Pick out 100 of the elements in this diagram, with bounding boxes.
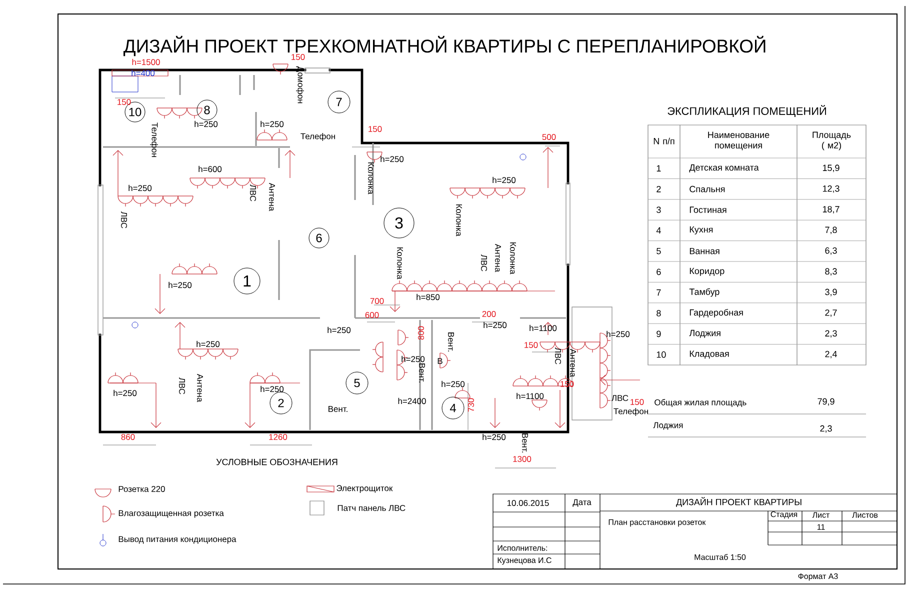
dimension-label: 800 <box>418 326 424 340</box>
table-cell: 9 <box>656 330 661 338</box>
outlet-label: Вент. <box>448 332 454 352</box>
dimension-label: 150 <box>368 126 382 132</box>
height-label: h=250 <box>442 380 465 388</box>
outlet-label: ЛВС <box>555 348 561 364</box>
outlet-label: Телефон <box>614 408 648 416</box>
table-cell: Спальня <box>690 186 725 192</box>
room-number: 7 <box>328 90 350 114</box>
room-number: 5 <box>346 372 368 394</box>
height-label: h=250 <box>484 322 507 328</box>
outlet-label: ЛВС <box>250 184 256 202</box>
table-cell: 12,3 <box>822 185 840 193</box>
table-heading: ЭКСПЛИКАЦИЯ ПОМЕЩЕНИЙ <box>668 104 826 118</box>
height-label: h=250 <box>196 340 220 348</box>
outlet-label: Вент. <box>522 434 528 452</box>
height-label: h=250 <box>260 386 284 392</box>
height-label: h=1100 <box>516 392 544 400</box>
height-label: h=250 <box>168 282 192 288</box>
height-label: h=250 <box>114 390 137 396</box>
legend-label: Электрощиток <box>336 485 393 493</box>
table-cell: 10 <box>656 351 666 358</box>
dimension-label: 150 <box>524 342 538 348</box>
height-label: h=850 <box>416 294 440 300</box>
outlet-label: Антена <box>495 244 501 272</box>
height-label: h=1100 <box>530 324 557 332</box>
legend-label: Патч панель ЛВС <box>338 505 406 511</box>
table-cell: 4 <box>656 227 661 234</box>
title-block-text: Дата <box>572 499 592 507</box>
table-cell: Площадь ( м2) <box>812 132 851 150</box>
height-label: h=600 <box>198 166 222 172</box>
table-cell: 7 <box>656 289 661 296</box>
height-label: h=250 <box>128 184 152 192</box>
table-cell: Кладовая <box>690 350 729 359</box>
outlet-label: ЛВС <box>612 395 628 401</box>
table-cell: Кухня <box>690 226 713 234</box>
table-cell: 6,3 <box>825 247 837 255</box>
height-label: h=250 <box>606 330 630 338</box>
legend-label: Вывод питания кондиционера <box>118 536 236 544</box>
table-cell: 2,3 <box>825 330 837 338</box>
dimension-label: 150 <box>292 54 305 60</box>
outlet-label: Колонка <box>397 247 403 280</box>
room-number: 4 <box>442 396 464 420</box>
table-cell: 6 <box>656 268 661 276</box>
title-block-text: ДИЗАЙН ПРОЕКТ КВАРТИРЫ <box>676 497 802 507</box>
title-block-text: 10.06.2015 <box>507 500 549 506</box>
table-cell: 1 <box>656 165 661 172</box>
table-cell: N п/п <box>654 138 674 144</box>
dimension-label: 150 <box>630 399 644 405</box>
summary-label: Общая жилая площадь <box>654 399 746 407</box>
table-cell: 15,9 <box>822 164 840 172</box>
box-letter: В <box>438 358 442 364</box>
table-cell: 5 <box>656 248 661 254</box>
outlet-label: ЛВС <box>121 212 127 228</box>
table-cell: 8,3 <box>825 268 837 276</box>
outlet-label: Антена <box>197 374 203 402</box>
dimension-label: 1300 <box>513 456 532 462</box>
height-label: h=250 <box>402 356 425 362</box>
legend-label: Влагозащищенная розетка <box>118 510 224 518</box>
outlet-label: ЛВС <box>481 254 487 272</box>
height-label: h=250 <box>380 156 404 162</box>
height-label: h=250 <box>260 120 284 128</box>
room-number: 2 <box>270 392 292 414</box>
outlet-label: ЛВС <box>179 378 185 394</box>
room-number: 1 <box>234 268 260 294</box>
table-cell: Ванная <box>690 248 720 254</box>
room-number: 3 <box>384 208 414 238</box>
height-label: h=2400 <box>398 398 426 404</box>
outlet-label: Антена <box>269 182 275 212</box>
table-cell: 3 <box>656 206 661 213</box>
dimension-label: 700 <box>370 298 384 304</box>
dimension-label: 860 <box>121 434 135 440</box>
table-cell: Коридор <box>690 268 724 276</box>
table-cell: Гардеробная <box>690 308 743 318</box>
outlet-label: Колонка <box>510 242 516 274</box>
dimension-label: 200 <box>482 311 496 317</box>
outlet-label: Антена <box>570 348 576 378</box>
height-label: h=400 <box>132 70 155 76</box>
table-cell: 7,8 <box>825 226 837 234</box>
table-cell: Детская комната <box>689 164 759 172</box>
table-cell: 2 <box>656 186 661 192</box>
height-label: h=1500 <box>132 58 160 66</box>
height-label: h=250 <box>328 326 351 334</box>
summary-label: Лоджия <box>653 422 683 430</box>
legend-label: Розетка 220 <box>118 486 165 492</box>
dimension-label: 600 <box>365 312 379 318</box>
room-number: 6 <box>308 228 330 248</box>
outlet-label: Колонка <box>456 204 462 236</box>
table-cell: 2,7 <box>825 309 837 317</box>
summary-value: 79,9 <box>818 398 834 406</box>
height-label: h=250 <box>492 176 516 184</box>
table-cell: 18,7 <box>822 206 840 214</box>
table-cell: Тамбур <box>689 288 720 297</box>
table-cell: Гостиная <box>690 206 726 213</box>
height-label: h=250 <box>482 434 506 440</box>
summary-value: 2,3 <box>820 425 832 433</box>
legend-heading: УСЛОВНЫЕ ОБОЗНАЧЕНИЯ <box>216 458 338 466</box>
table-cell: 3,9 <box>825 288 837 296</box>
table-cell: 2,4 <box>825 350 837 358</box>
table-cell: Лоджия <box>689 330 720 338</box>
